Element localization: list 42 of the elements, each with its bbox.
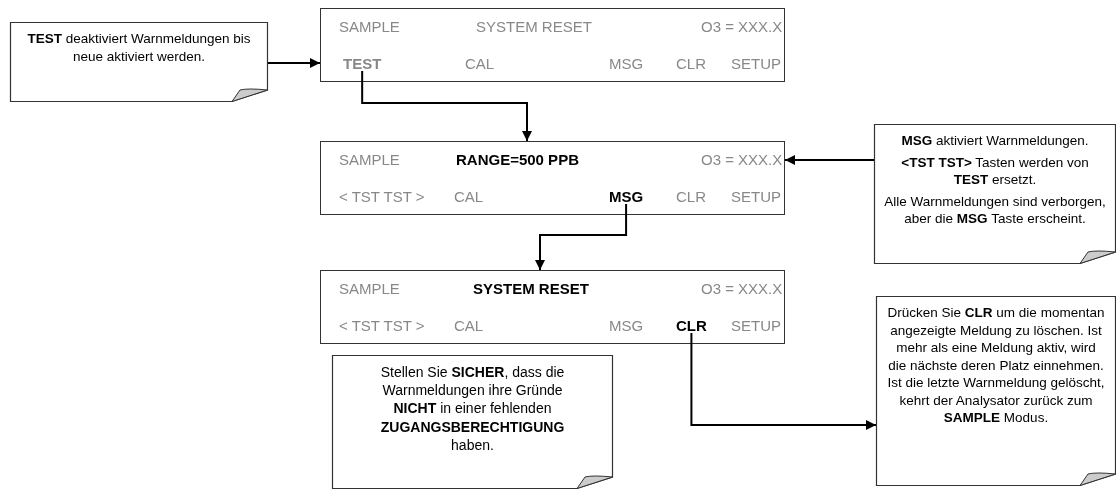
- display-text: SAMPLE: [339, 280, 400, 298]
- arrow: [361, 70, 532, 142]
- note-text: Stellen Sie SICHER, dass die Warnmeldungen ihre Gründe NICHT in einer fehlenden ZUGANGSBERECHTIGUNG haben.: [379, 363, 566, 454]
- note-card: [10, 22, 268, 102]
- display-panel: [320, 270, 785, 344]
- display-text: SYSTEM RESET: [476, 18, 592, 36]
- display-text: SETUP: [731, 55, 781, 73]
- display-panel: [320, 141, 785, 215]
- display-text: CAL: [454, 317, 484, 335]
- display-text: RANGE=500 PPB: [456, 151, 579, 169]
- display-text: SAMPLE: [339, 18, 400, 36]
- display-panel: [320, 8, 785, 82]
- display-text: MSG: [609, 55, 644, 73]
- note-card: [874, 124, 1116, 264]
- display-text: < TST TST >: [339, 317, 425, 335]
- display-text: SETUP: [731, 188, 781, 206]
- display-text: SETUP: [731, 317, 781, 335]
- note-text: <TST TST> Tasten werden von TEST ersetzt.: [900, 153, 1090, 189]
- note-text: MSG aktiviert Warnmeldungen.: [900, 132, 1090, 150]
- arrow: [267, 58, 321, 68]
- note-text: Alle Warnmeldungen sind verborgen, aber die MSG Taste erscheint.: [884, 192, 1106, 228]
- display-text: CAL: [465, 55, 495, 73]
- display-text: < TST TST >: [339, 188, 425, 206]
- note-card: [332, 355, 613, 489]
- display-text: O3 = XXX.X: [701, 151, 783, 169]
- display-text: SAMPLE: [339, 151, 400, 169]
- display-text: CLR: [676, 55, 706, 73]
- arrow: [535, 203, 628, 271]
- arrow: [784, 155, 875, 165]
- key-label: CLR: [676, 317, 707, 335]
- note-card: [876, 296, 1116, 486]
- display-text: O3 = XXX.X: [701, 280, 783, 298]
- display-text: O3 = XXX.X: [701, 18, 783, 36]
- display-text: MSG: [609, 317, 644, 335]
- arrow: [690, 332, 877, 430]
- key-label: TEST: [343, 55, 382, 73]
- display-text: CAL: [454, 188, 484, 206]
- note-text: Drücken Sie CLR um die momentan angezeigte Meldung zu löschen. Ist mehr als eine Meldung aktiv, wird die nächste deren Platz einnehmen. Ist die letzte Warnmeldung gelöscht, kehrt der Analysator zurück zum SAMPLE Modus.: [886, 304, 1106, 427]
- display-text: CLR: [676, 188, 706, 206]
- note-text: TEST deaktiviert Warnmeldungen bis neue aktiviert werden.: [26, 30, 252, 66]
- display-text: SYSTEM RESET: [473, 280, 589, 298]
- key-label: MSG: [609, 188, 644, 206]
